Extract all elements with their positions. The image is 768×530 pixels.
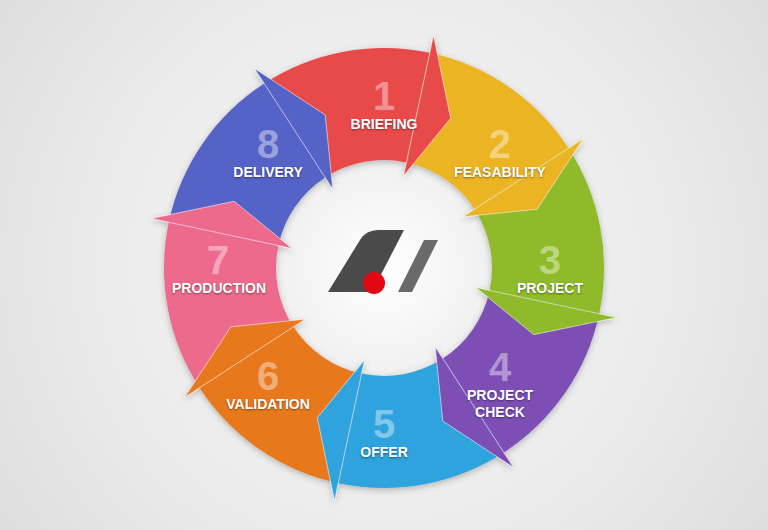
logo-dot	[363, 272, 385, 294]
center-disc	[276, 160, 492, 376]
arrow-head	[184, 319, 305, 397]
step-number: 4	[489, 347, 511, 387]
cycle-step: BRIEFING1	[347, 74, 422, 135]
cycle-step: VALIDATION6	[222, 354, 313, 415]
cycle-step: OFFER5	[356, 402, 411, 463]
arrow-head	[317, 360, 364, 501]
cycle-step: PROJECT3	[513, 238, 587, 299]
arrow-ring	[151, 35, 617, 501]
step-number: 6	[257, 356, 279, 396]
step-number: 8	[257, 124, 279, 164]
step-label: PROJECT	[517, 280, 583, 297]
step-label: FEASABILITY	[454, 164, 546, 181]
step-label: VALIDATION	[226, 396, 309, 413]
cycle-step: DELIVERY8	[229, 122, 307, 183]
arrow-head	[404, 35, 451, 176]
step-label: PROJECT CHECK	[454, 387, 546, 421]
cycle-step: FEASABILITY2	[450, 122, 550, 183]
logo-right-stroke	[398, 240, 438, 292]
cycle-step: PRODUCTION7	[168, 238, 268, 299]
step-label: BRIEFING	[351, 116, 418, 133]
step-label: OFFER	[360, 444, 407, 461]
step-number: 7	[207, 240, 229, 280]
step-label: PRODUCTION	[172, 280, 264, 297]
step-number: 1	[373, 76, 395, 116]
step-number: 5	[373, 404, 395, 444]
step-label: DELIVERY	[233, 164, 303, 181]
step-number: 2	[489, 124, 511, 164]
cycle-step: PROJECT CHECK4	[450, 345, 550, 423]
step-number: 3	[539, 240, 561, 280]
logo	[328, 230, 438, 294]
